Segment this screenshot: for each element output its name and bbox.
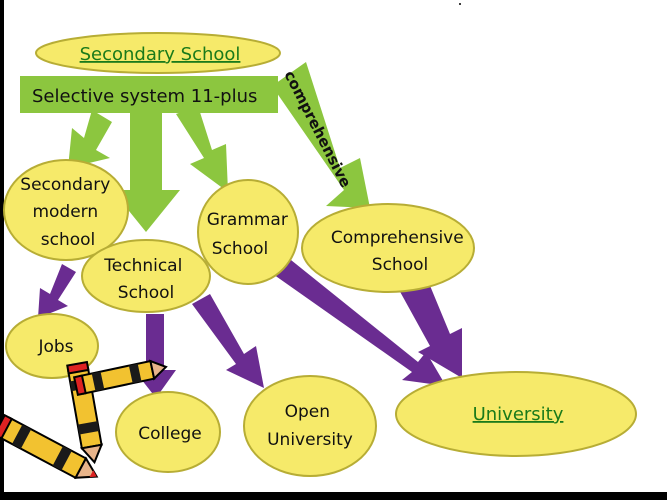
technical-school-line-1: Technical <box>103 256 182 276</box>
selective-system-box <box>20 76 278 113</box>
grammar-school-node <box>197 179 299 285</box>
left-border <box>0 0 4 500</box>
comprehensive-school-line-1: Comprehensive <box>331 228 464 248</box>
secondary-modern-line-2: modern <box>32 202 98 222</box>
arrow-grammar-to-university <box>270 256 446 386</box>
arrow-to-grammar-school <box>176 106 228 192</box>
secondary-modern-label: Secondary modern school <box>20 175 115 250</box>
open-university-label: Open University <box>267 402 353 450</box>
college-label: College <box>138 424 201 444</box>
grammar-school-label: Grammar School <box>207 210 294 259</box>
jobs-label: Jobs <box>37 337 73 357</box>
green-arrows <box>68 62 370 232</box>
secondary-modern-line-1: Secondary <box>20 175 110 195</box>
arrow-to-secondary-modern <box>68 110 112 168</box>
arrow-technical-to-open-university <box>192 294 264 388</box>
secondary-modern-node <box>3 159 129 261</box>
jobs-node <box>5 313 99 379</box>
technical-school-node <box>81 239 211 313</box>
secondary-modern-line-3: school <box>41 230 96 250</box>
open-university-line-2: University <box>267 430 353 450</box>
secondary-school-label[interactable]: Secondary School <box>80 44 241 65</box>
open-university-node <box>243 375 377 477</box>
comprehensive-route-label: comprehensive <box>280 68 354 191</box>
speck-dot <box>459 3 461 5</box>
open-university-line-1: Open <box>285 402 330 422</box>
university-label[interactable]: University <box>473 404 564 425</box>
comprehensive-school-node <box>301 203 475 293</box>
university-node <box>395 371 637 457</box>
technical-school-line-2: School <box>118 283 174 303</box>
grammar-school-line-2: School <box>212 239 268 259</box>
arrow-to-technical-school <box>112 112 180 232</box>
comprehensive-school-label: Comprehensive School <box>331 228 469 275</box>
arrow-comprehensive-route <box>272 62 370 208</box>
arrow-technical-to-college <box>134 314 176 398</box>
selective-system-label: Selective system 11-plus <box>32 86 257 107</box>
crayons-icon <box>0 359 168 480</box>
bottom-border <box>0 492 667 500</box>
arrow-comprehensive-to-university <box>398 276 462 378</box>
arrow-to-jobs <box>38 264 76 318</box>
comprehensive-school-line-2: School <box>372 255 428 275</box>
secondary-school-node <box>35 32 281 74</box>
college-node <box>115 391 221 473</box>
technical-school-label: Technical School <box>103 256 187 303</box>
grammar-school-line-1: Grammar <box>207 210 288 230</box>
